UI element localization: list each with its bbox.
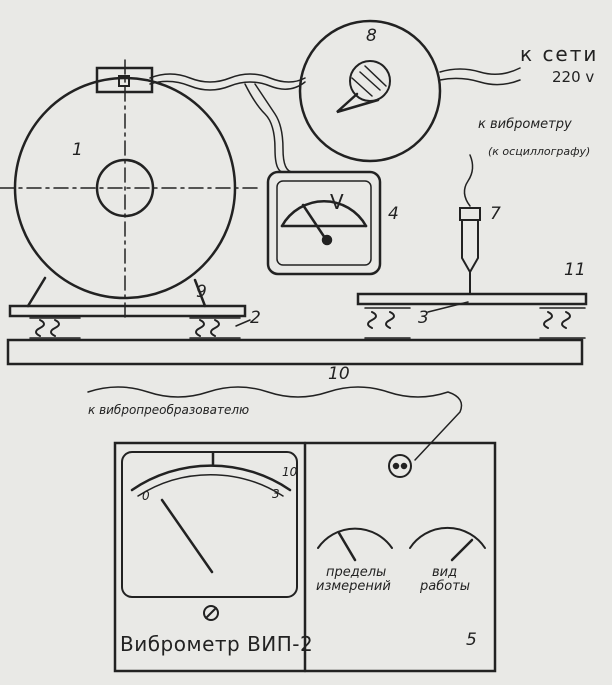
mode-knob-label-line2: работы [420, 579, 471, 594]
base-plate [6, 338, 584, 366]
label-cable: 10 [328, 364, 350, 384]
to-oscillograph-label: (к осциллографу) [488, 145, 591, 158]
vibrometer-device [113, 441, 497, 673]
to-vibrometer-label: к виброметру [478, 117, 572, 132]
range-knob-label-line1: пределы [326, 565, 387, 580]
mode-knob-label-line1: вид [432, 565, 458, 580]
label-motor: 1 [72, 140, 83, 160]
to-transducer-label: к вибропреобразователю [88, 403, 250, 417]
label-sensor: 7 [490, 204, 501, 224]
label-table-springs: 3 [418, 308, 429, 328]
transducer-cable [87, 386, 463, 461]
label-mount: 9 [196, 282, 207, 302]
label-table: 11 [564, 260, 586, 280]
scale-max-label: 10 [282, 465, 298, 479]
label-motor-springs: 2 [250, 308, 261, 328]
label-vibrometer: 5 [466, 630, 477, 650]
voltmeter [266, 170, 382, 276]
electric-motor [0, 59, 263, 319]
vibration-sensor [459, 154, 481, 295]
motor-mount-plate [8, 304, 247, 339]
range-knob-label-line2: измерений [316, 579, 391, 594]
label-voltmeter: 4 [388, 204, 399, 224]
scale-min-label: 0 [142, 489, 150, 503]
label-regulator: 8 [366, 26, 377, 46]
voltmeter-symbol: V [330, 190, 344, 214]
device-name: Виброметр ВИП-2 [120, 632, 314, 656]
to-network-label: к сети [520, 42, 599, 66]
power-wires [149, 67, 521, 173]
voltage-label: 220 v [552, 68, 595, 86]
scale-mid-label: 3 [272, 487, 280, 501]
vibration-table [356, 292, 588, 339]
regulator-autotransformer [298, 19, 442, 163]
